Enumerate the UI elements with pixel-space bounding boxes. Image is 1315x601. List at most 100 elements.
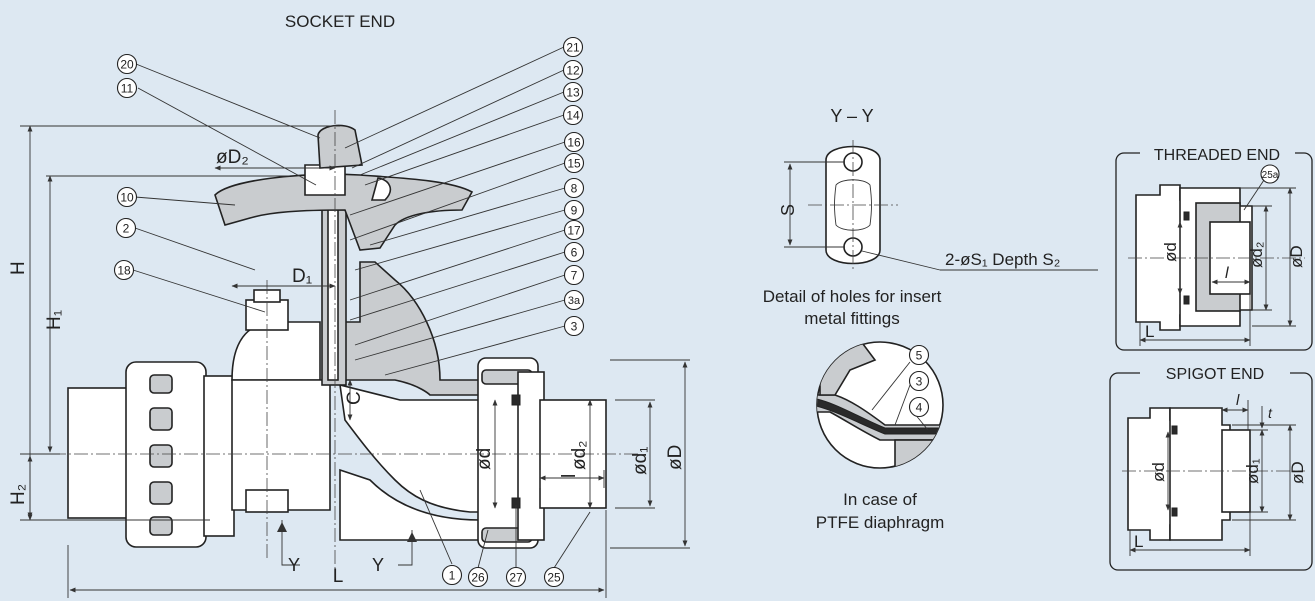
- dim-od1: ød₁: [630, 446, 651, 475]
- svg-text:7: 7: [571, 269, 578, 283]
- svg-text:6: 6: [571, 246, 578, 260]
- dim-od: ød: [474, 448, 495, 470]
- balloon-1: 1: [441, 564, 463, 586]
- ptfe-caption-line1: In case of: [843, 490, 917, 509]
- balloon-15: 15: [563, 152, 585, 174]
- dim-H2: H₂: [8, 484, 29, 505]
- balloon-17: 17: [563, 219, 585, 241]
- svg-text:15: 15: [567, 157, 581, 171]
- balloon-25a: 25a: [1260, 164, 1280, 184]
- main-view-labels: SOCKET END H H₁ H₂ L øD₂ D₁ C ød ød₂ l ø…: [8, 12, 686, 587]
- ptfe-caption-line2: PTFE diaphragm: [816, 513, 945, 532]
- balloon-3: 3: [563, 315, 585, 337]
- dim-C: C: [344, 391, 365, 405]
- spigot-end-title: SPIGOT END: [1166, 366, 1264, 383]
- dim-oD: øD: [665, 445, 686, 470]
- balloon-7: 7: [563, 264, 585, 286]
- dim-D1: D₁: [292, 266, 312, 287]
- section-Y-right: Y: [372, 555, 384, 575]
- spigot-dim-od1: ød₁: [1243, 458, 1262, 484]
- section-Y-left: Y: [288, 555, 300, 575]
- yy-title: Y – Y: [830, 106, 873, 126]
- balloon-18: 18: [113, 259, 135, 281]
- dim-od2: ød₂: [569, 440, 590, 470]
- balloon-13: 13: [562, 81, 584, 103]
- balloon-16: 16: [563, 131, 585, 153]
- balloon-27: 27: [505, 566, 527, 588]
- spigot-dim-L: L: [1134, 532, 1143, 551]
- section-mark-left: [281, 520, 300, 566]
- threaded-end-panel: THREADED END 25a ød ød₂ øD l L: [1115, 145, 1313, 351]
- spigot-dim-l: l: [1236, 392, 1240, 409]
- socket-end-title: SOCKET END: [285, 12, 395, 31]
- dim-l-main: l: [559, 474, 580, 478]
- svg-text:18: 18: [117, 264, 131, 278]
- spigot-dim-od: ød: [1149, 462, 1168, 482]
- yy-inner-outline: [834, 179, 872, 231]
- svg-text:25a: 25a: [1262, 170, 1279, 181]
- valve-body-right: [339, 383, 481, 513]
- valve-body-left: [231, 379, 331, 511]
- balloon-3a: 3a: [563, 289, 585, 311]
- spigot-end-panel: SPIGOT END l t ød ød₁ øD L: [1109, 364, 1313, 571]
- main-section-view: [30, 110, 640, 570]
- left-socket-end: [67, 387, 129, 519]
- svg-text:9: 9: [571, 204, 578, 218]
- balloon-25: 25: [543, 566, 565, 588]
- balloon-14: 14: [562, 104, 584, 126]
- yy-dim-S: S: [778, 204, 798, 216]
- svg-text:8: 8: [571, 182, 578, 196]
- yy-hole-spec: 2-øS₁ Depth S₂: [945, 250, 1060, 269]
- svg-text:4: 4: [916, 401, 923, 415]
- svg-text:14: 14: [566, 109, 580, 123]
- svg-text:21: 21: [566, 41, 580, 55]
- svg-text:16: 16: [567, 136, 581, 150]
- svg-text:26: 26: [471, 571, 485, 585]
- dim-H: H: [8, 261, 29, 275]
- yy-caption-line2: metal fittings: [804, 309, 899, 328]
- balloon-10: 10: [116, 186, 138, 208]
- svg-text:10: 10: [120, 191, 134, 205]
- part-balloons: 20 11 10 2 18 21 12 13 14 16 15 8 9 17 6…: [113, 36, 585, 588]
- svg-text:3: 3: [916, 375, 923, 389]
- handwheel: [214, 173, 474, 251]
- main-dimensions: [20, 125, 690, 598]
- diaphragm-chamber: [344, 261, 481, 396]
- threaded-dim-od: ød: [1161, 242, 1180, 262]
- svg-text:1: 1: [449, 569, 456, 583]
- threaded-dim-oD: øD: [1287, 245, 1306, 268]
- spigot-dim-t: t: [1268, 405, 1273, 421]
- balloon-26: 26: [467, 566, 489, 588]
- balloon-3-ptfe: 3: [908, 370, 930, 392]
- balloon-4: 4: [908, 396, 930, 418]
- dim-H1: H₁: [44, 310, 65, 330]
- balloon-5: 5: [908, 344, 930, 366]
- balloon-6: 6: [563, 241, 585, 263]
- svg-text:25: 25: [547, 571, 561, 585]
- svg-text:27: 27: [509, 571, 523, 585]
- balloon-8: 8: [563, 177, 585, 199]
- spigot-dim-oD: øD: [1288, 461, 1307, 484]
- top-cap: [317, 124, 363, 169]
- yy-caption-line1: Detail of holes for insert: [763, 287, 942, 306]
- balloon-9: 9: [563, 199, 585, 221]
- svg-text:2: 2: [123, 222, 130, 236]
- handle-boss: [304, 164, 346, 196]
- threaded-dim-od2: ød₂: [1247, 242, 1266, 268]
- leader-lines: [132, 46, 591, 569]
- svg-text:11: 11: [121, 82, 134, 96]
- dim-L: L: [333, 566, 344, 587]
- balloon-12: 12: [562, 59, 584, 81]
- balloon-11: 11: [116, 77, 138, 99]
- threaded-end-title: THREADED END: [1154, 147, 1280, 164]
- svg-text:13: 13: [566, 86, 580, 100]
- svg-text:20: 20: [120, 58, 134, 72]
- right-socket-end: [539, 399, 607, 509]
- svg-text:17: 17: [567, 224, 581, 238]
- stem: [327, 199, 339, 381]
- balloon-20: 20: [116, 53, 138, 75]
- svg-text:3: 3: [571, 320, 578, 334]
- svg-text:12: 12: [566, 64, 580, 78]
